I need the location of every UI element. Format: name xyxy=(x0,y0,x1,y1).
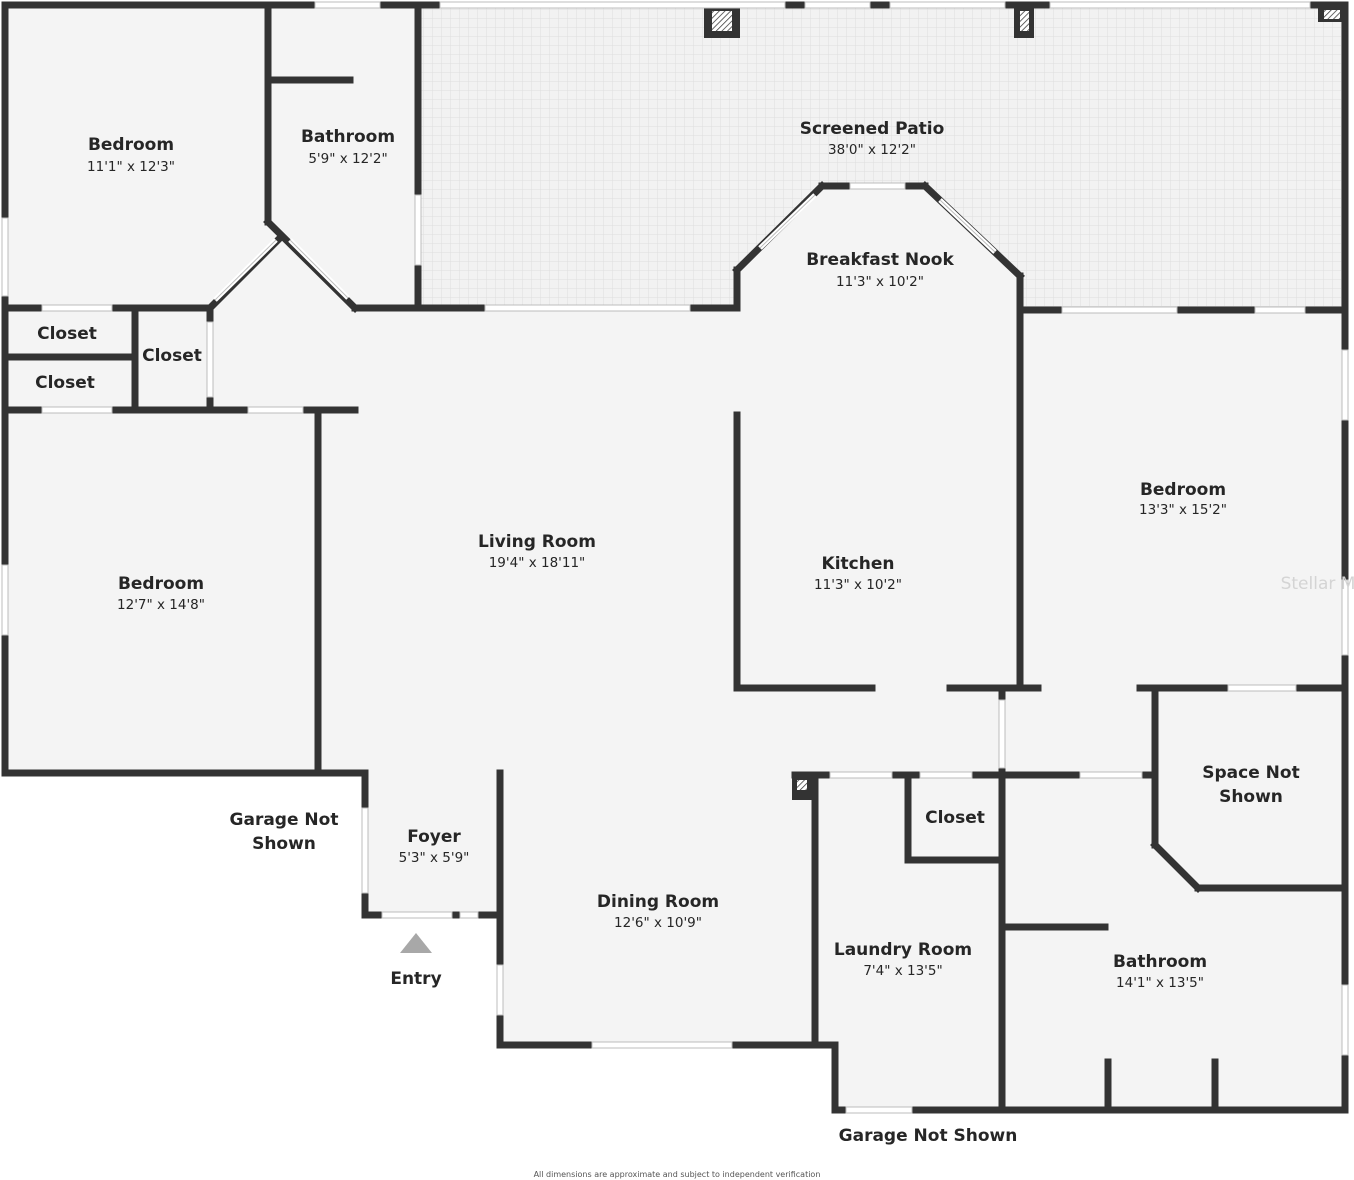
room-name-dining-room: Dining Room xyxy=(597,892,719,912)
room-dims-bedroom-nw: 11'1" x 12'3" xyxy=(87,159,175,175)
room-dims-foyer: 5'3" x 5'9" xyxy=(399,850,470,866)
room-dims-laundry-room: 7'4" x 13'5" xyxy=(863,963,942,979)
room-dims-bathroom-se: 14'1" x 13'5" xyxy=(1116,975,1204,991)
disclaimer: All dimensions are approximate and subje… xyxy=(534,1170,821,1179)
label-entry: Entry xyxy=(390,969,441,989)
room-name-living-room: Living Room xyxy=(478,532,596,552)
room-dims-bedroom-e: 13'3" x 15'2" xyxy=(1139,502,1227,518)
room-name-bedroom-nw: Bedroom xyxy=(88,135,174,155)
room-dims-living-room: 19'4" x 18'11" xyxy=(489,555,586,571)
room-name-bathroom-n: Bathroom xyxy=(301,127,395,147)
room-labels: Bedroom 11'1" x 12'3" Bathroom 5'9" x 12… xyxy=(35,119,1354,1179)
room-name-breakfast-nook: Breakfast Nook xyxy=(806,250,954,270)
room-name-bedroom-e: Bedroom xyxy=(1140,480,1226,500)
room-name-bathroom-se: Bathroom xyxy=(1113,952,1207,972)
hatched-columns xyxy=(704,8,1344,800)
room-dims-screened-patio: 38'0" x 12'2" xyxy=(828,142,916,158)
room-dims-bathroom-n: 5'9" x 12'2" xyxy=(308,151,387,167)
windows xyxy=(1,1,1349,1114)
floor-areas xyxy=(5,5,1346,1110)
entry-arrow-icon xyxy=(400,933,432,953)
room-name-closet-4: Closet xyxy=(925,808,985,828)
room-name-screened-patio: Screened Patio xyxy=(800,119,945,139)
room-name-laundry-room: Laundry Room xyxy=(834,940,972,960)
room-name-closet-1: Closet xyxy=(37,324,97,344)
room-name-kitchen: Kitchen xyxy=(822,554,895,574)
nook-floor xyxy=(737,186,1020,310)
label-garage-west-2: Shown xyxy=(252,834,316,854)
room-dims-breakfast-nook: 11'3" x 10'2" xyxy=(836,274,924,290)
room-dims-dining-room: 12'6" x 10'9" xyxy=(614,915,702,931)
room-name-space-not-shown-1: Space Not xyxy=(1202,763,1299,783)
room-dims-kitchen: 11'3" x 10'2" xyxy=(814,577,902,593)
room-name-foyer: Foyer xyxy=(407,827,461,847)
room-name-bedroom-w: Bedroom xyxy=(118,574,204,594)
label-garage-south: Garage Not Shown xyxy=(839,1126,1018,1146)
room-dims-bedroom-w: 12'7" x 14'8" xyxy=(117,597,205,613)
room-name-closet-2: Closet xyxy=(35,373,95,393)
watermark: Stellar M xyxy=(1281,574,1354,594)
label-garage-west-1: Garage Not xyxy=(230,810,339,830)
room-name-space-not-shown-2: Shown xyxy=(1219,787,1283,807)
room-name-closet-3: Closet xyxy=(142,346,202,366)
